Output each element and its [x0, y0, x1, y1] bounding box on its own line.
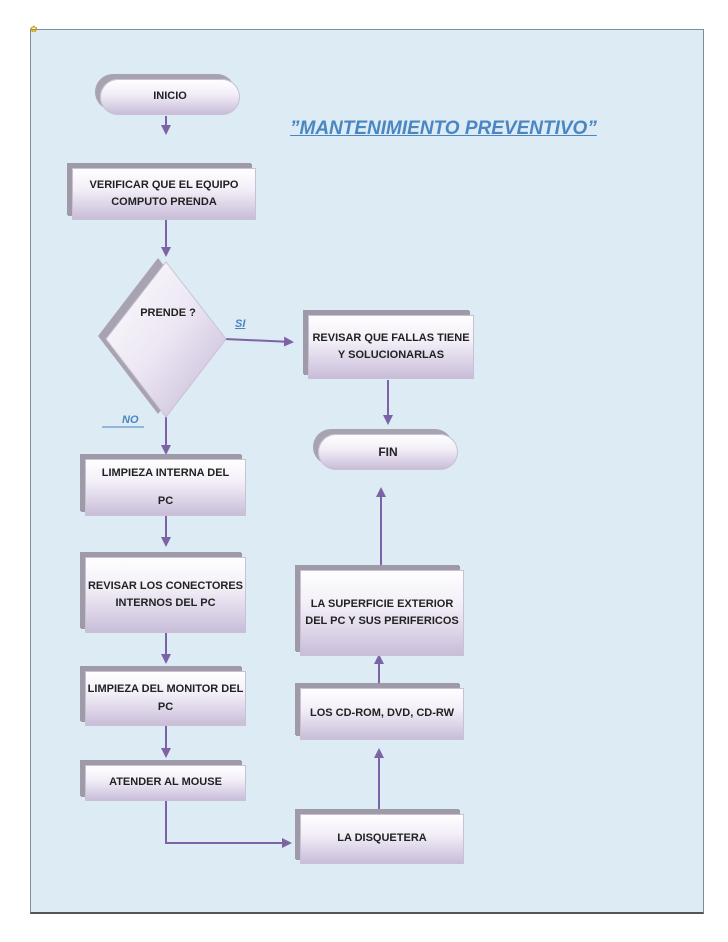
- process-verificar: VERIFICAR QUE EL EQUIPO COMPUTO PRENDA: [72, 168, 256, 220]
- arrow-prende-revisar: [224, 336, 294, 347]
- process-superficie-label: LA SUPERFICIE EXTERIOR DEL PC Y SUS PERI…: [305, 597, 459, 627]
- start-node-label: INICIO: [153, 90, 187, 103]
- process-cdrom-label: LOS CD-ROM, DVD, CD-RW: [309, 707, 454, 720]
- end-node-label: FIN: [378, 444, 398, 459]
- process-disquetera-label: LA DISQUETERA: [337, 832, 427, 845]
- process-revisar-fallas-label: REVISAR QUE FALLAS TIENE Y SOLUCIONARLAS: [312, 331, 470, 361]
- decision-label: PRENDE ?: [140, 307, 196, 319]
- diagram-title: ”MANTENIMIENTO PREVENTIVO”: [290, 118, 597, 139]
- process-verificar-label: VERIFICAR QUE EL EQUIPO COMPUTO PRENDA: [89, 178, 239, 208]
- process-mouse-label: ATENDER AL MOUSE: [109, 776, 222, 789]
- process-mouse: ATENDER AL MOUSE: [85, 765, 246, 801]
- process-limpieza-interna-label-1: LIMPIEZA INTERNA DEL: [101, 467, 230, 480]
- process-conectores-label: REVISAR LOS CONECTORES INTERNOS DEL PC: [87, 579, 244, 609]
- process-monitor-label: LIMPIEZA DEL MONITOR DEL PC: [87, 683, 244, 713]
- no-label: NO: [122, 414, 139, 426]
- process-disquetera: LA DISQUETERA: [300, 814, 464, 864]
- process-cdrom: LOS CD-ROM, DVD, CD-RW: [300, 688, 464, 740]
- start-node: INICIO: [100, 79, 240, 115]
- yes-label: SI: [235, 318, 246, 330]
- process-limpieza-interna-label-2: PC: [157, 494, 174, 507]
- process-limpieza-interna: LIMPIEZA INTERNA DEL PC: [85, 459, 246, 516]
- process-superficie: LA SUPERFICIE EXTERIOR DEL PC Y SUS PERI…: [300, 570, 464, 656]
- corner-marker-icon: ✿: [30, 24, 38, 34]
- arrow-mouse-disquetera: [165, 800, 292, 848]
- end-node: FIN: [318, 434, 458, 470]
- process-monitor: LIMPIEZA DEL MONITOR DEL PC: [85, 671, 246, 726]
- process-revisar-fallas: REVISAR QUE FALLAS TIENE Y SOLUCIONARLAS: [308, 315, 474, 379]
- decision-diamond: [105, 261, 227, 418]
- process-conectores: REVISAR LOS CONECTORES INTERNOS DEL PC: [85, 557, 246, 633]
